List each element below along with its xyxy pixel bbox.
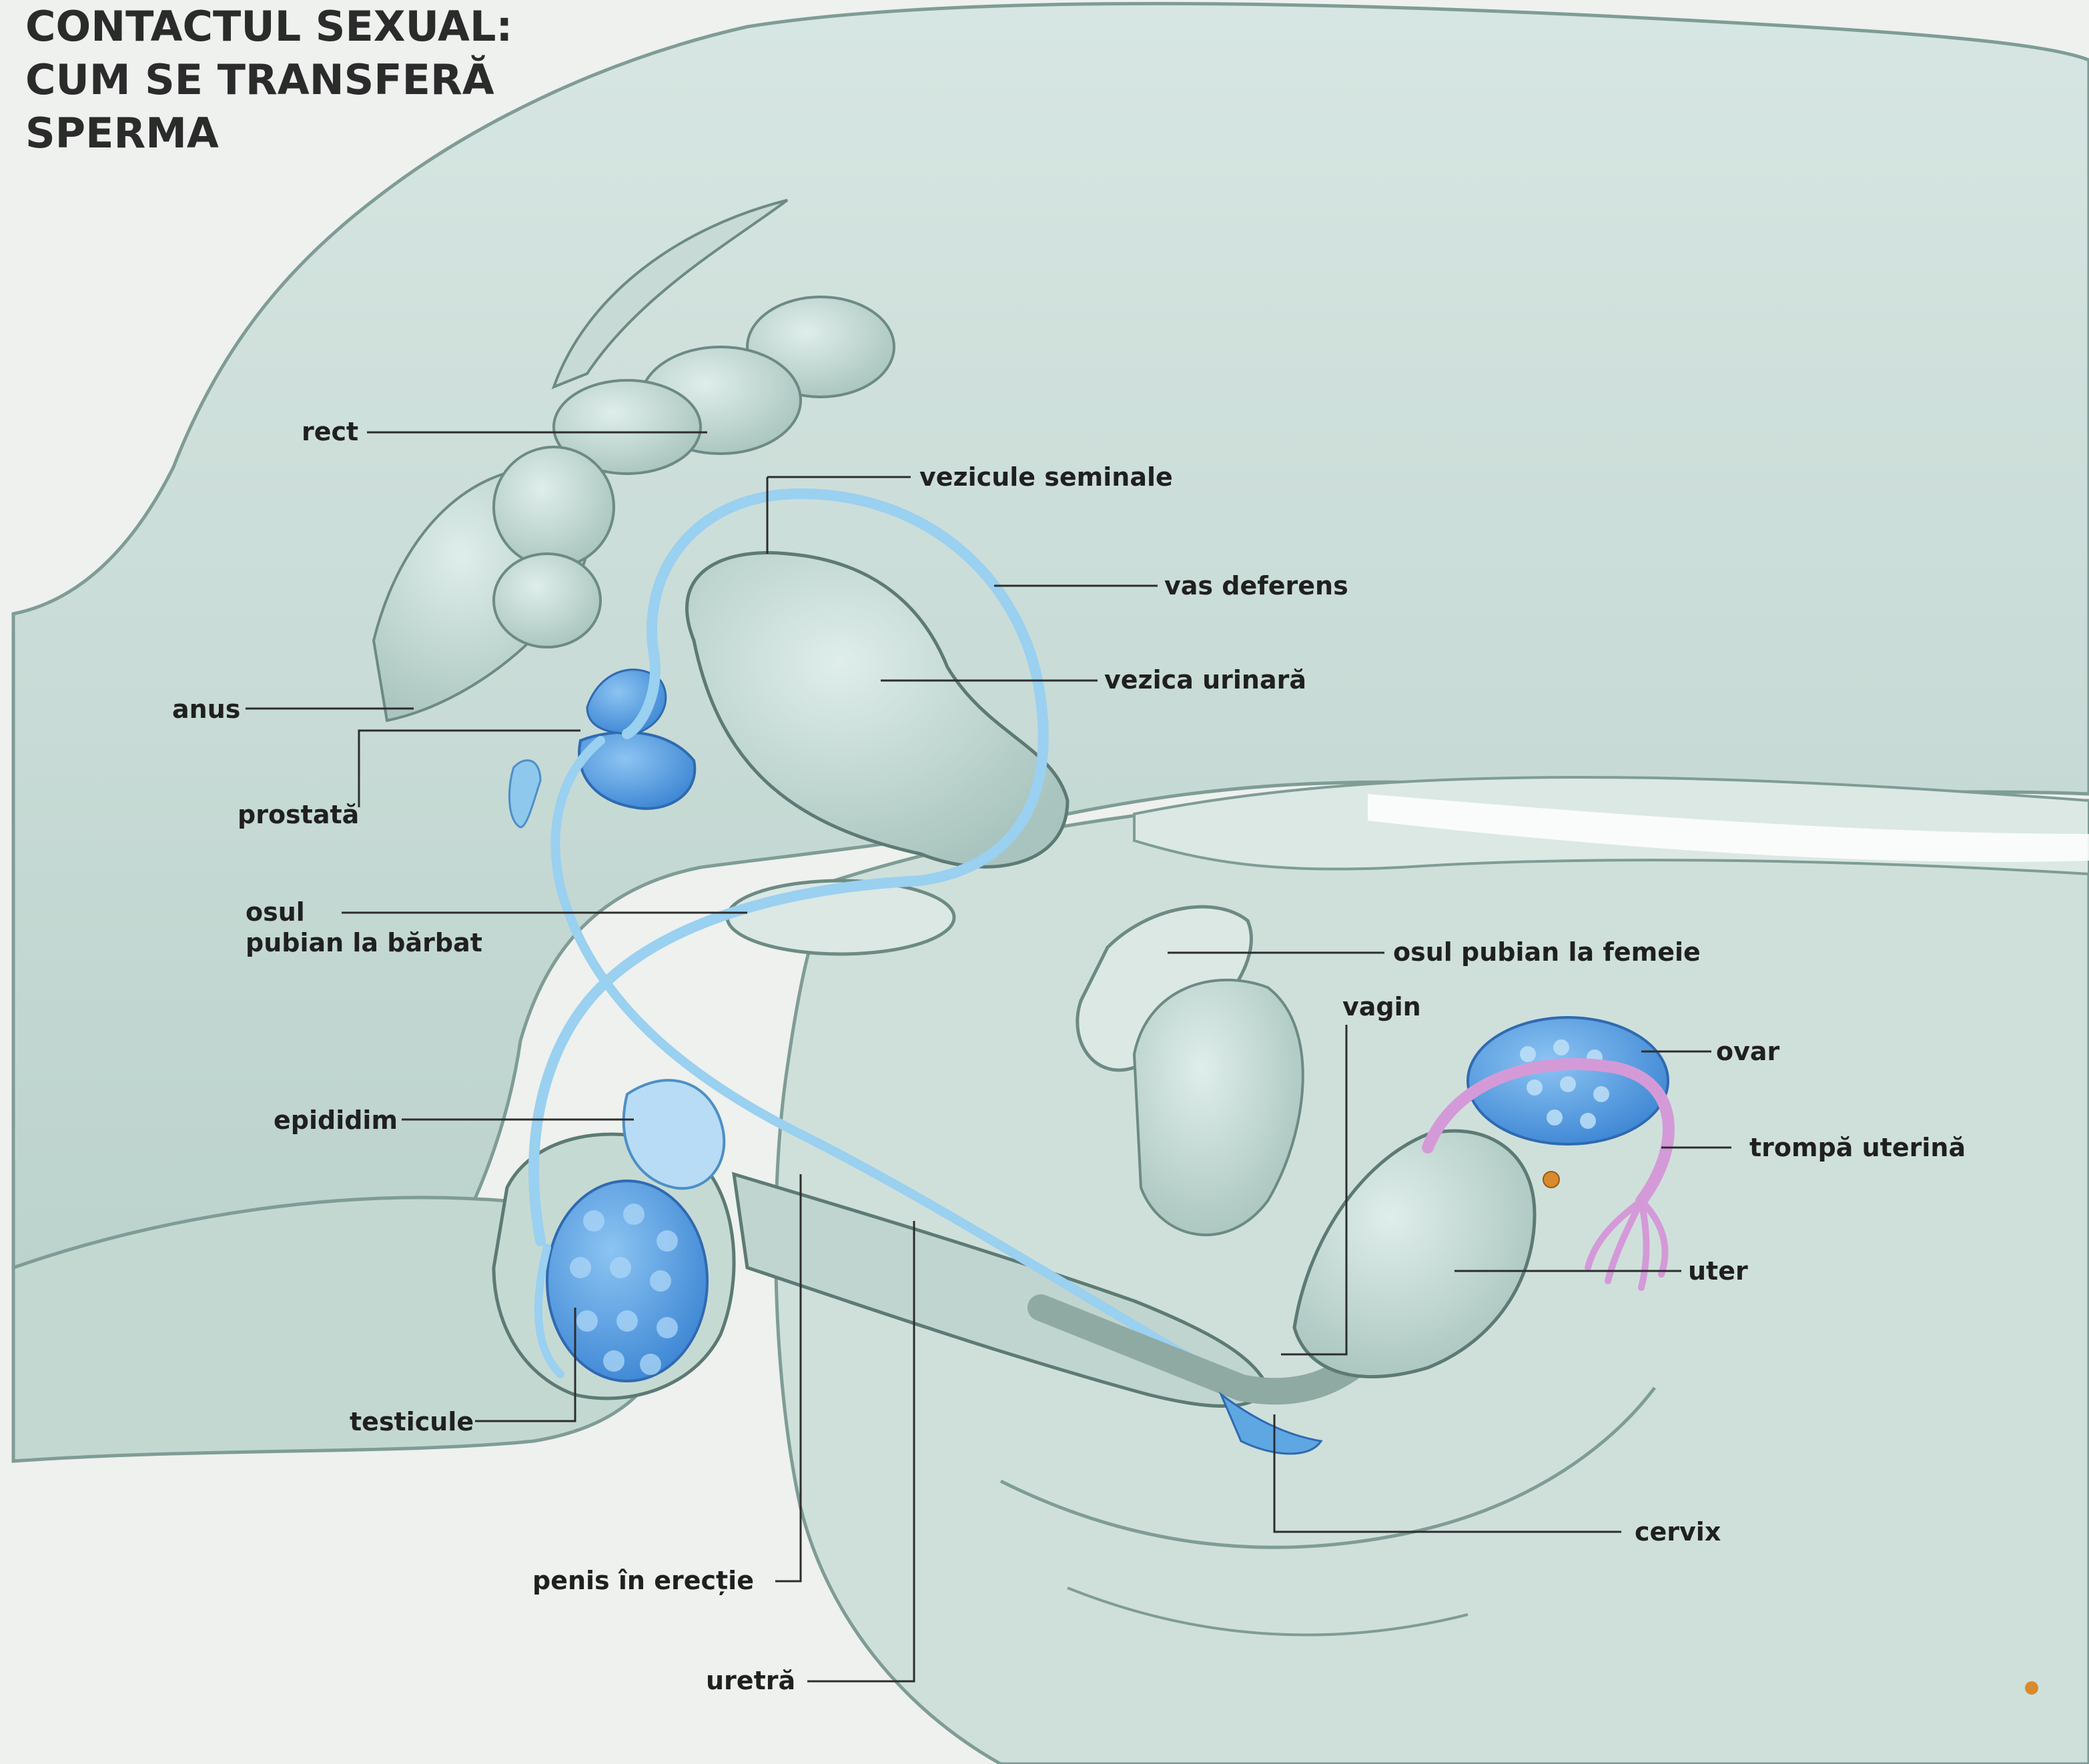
egg-cell: [1543, 1172, 1559, 1188]
label-vezica-urinara: vezica urinară: [1104, 665, 1306, 695]
label-uter: uter: [1688, 1256, 1748, 1286]
label-anus: anus: [172, 694, 240, 725]
title-line-2: CUM SE TRANSFERĂ: [25, 53, 512, 107]
label-vas-deferens: vas deferens: [1164, 570, 1348, 601]
label-vezicule-seminale: vezicule seminale: [919, 462, 1173, 492]
label-prostata: prostată: [238, 799, 359, 830]
label-vagin: vagin: [1342, 991, 1421, 1022]
label-ovar: ovar: [1716, 1036, 1779, 1067]
label-penis-erectie: penis în erecție: [532, 1565, 754, 1596]
label-osul-pubian-barbat-line2: pubian la bărbat: [246, 927, 482, 958]
title-line-3: SPERMA: [25, 107, 512, 160]
label-trompa-uterina: trompă uterină: [1749, 1132, 1966, 1163]
title-line-1: CONTACTUL SEXUAL:: [25, 0, 512, 53]
label-cervix: cervix: [1635, 1516, 1721, 1547]
label-osul-pubian-femeie: osul pubian la femeie: [1393, 937, 1701, 967]
label-osul-pubian-barbat-line1: osul: [246, 897, 482, 927]
label-epididim: epididim: [274, 1105, 398, 1136]
label-uretra: uretră: [706, 1665, 795, 1696]
diagram-title: CONTACTUL SEXUAL: CUM SE TRANSFERĂ SPERM…: [25, 0, 512, 160]
label-osul-pubian-barbat: osul pubian la bărbat: [246, 897, 482, 958]
page-dot: [2025, 1681, 2038, 1695]
label-testicule: testicule: [350, 1406, 474, 1437]
label-rect: rect: [302, 416, 358, 447]
